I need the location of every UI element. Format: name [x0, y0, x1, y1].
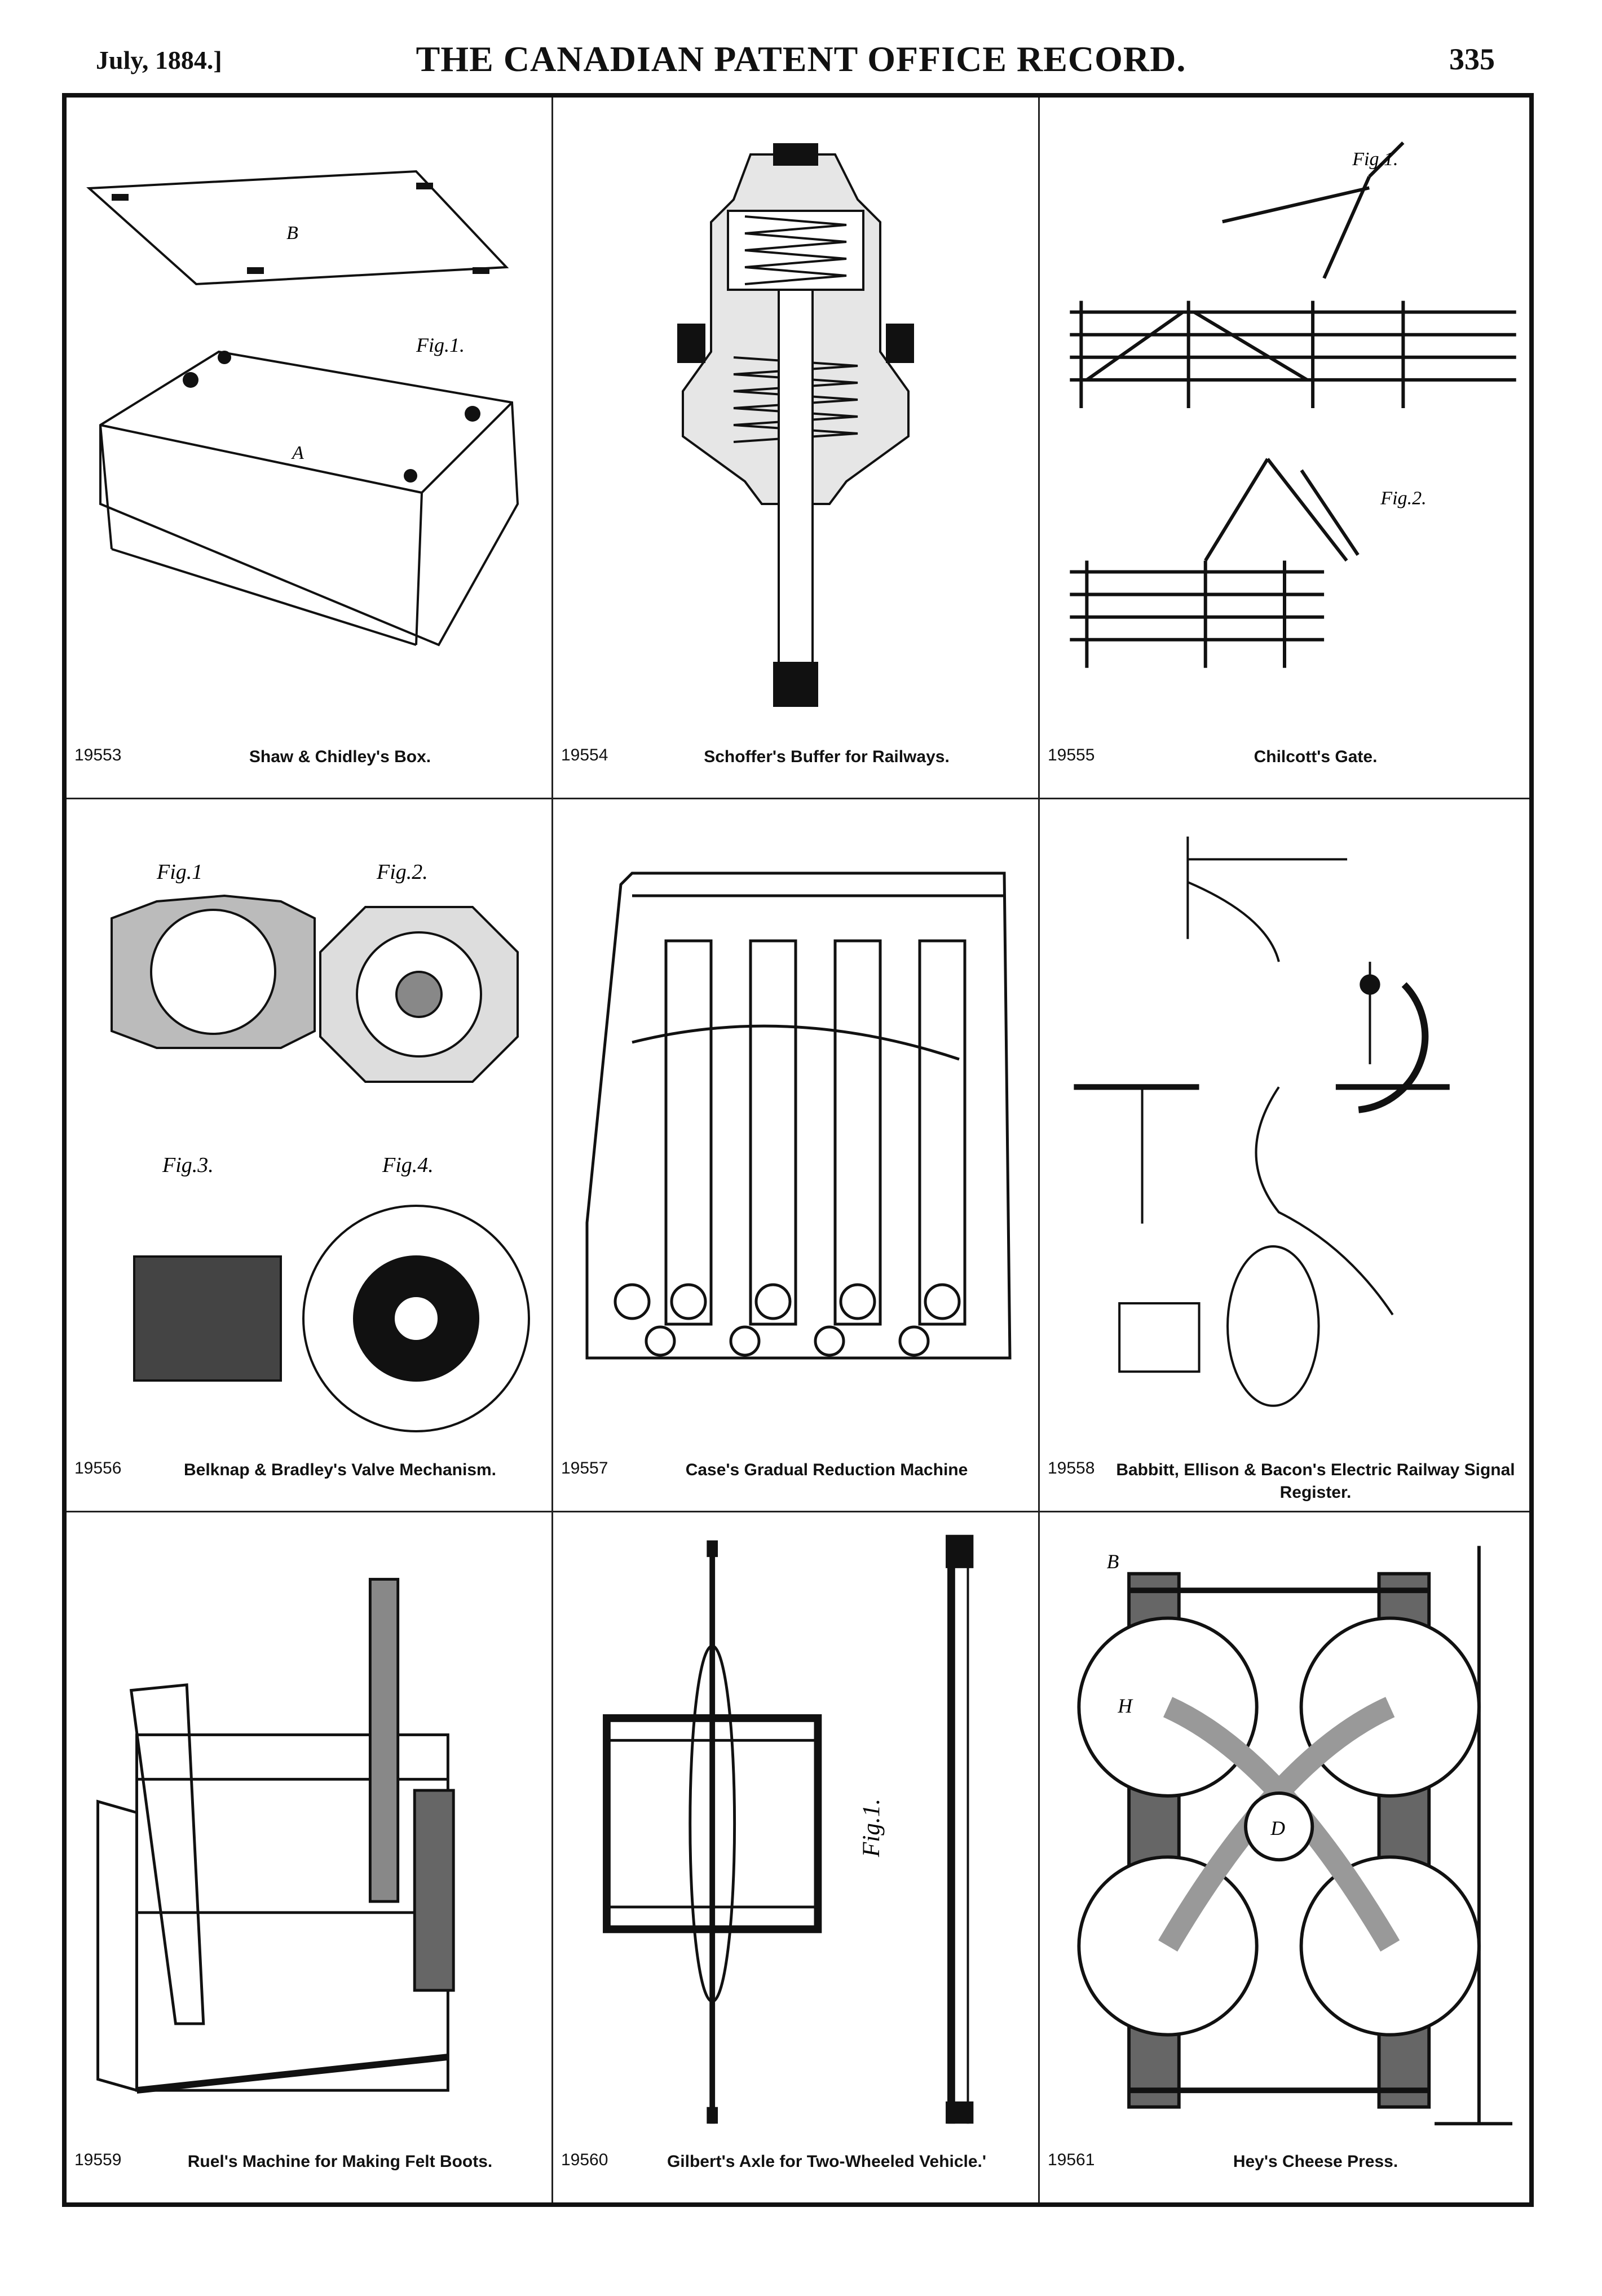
signal-register-drawing: [1074, 837, 1450, 1407]
patent-number: 19555: [1048, 746, 1095, 764]
plate-frame: Fig.1. A B 19553 Shaw & Chidley's Box.: [62, 93, 1534, 2207]
patent-grid: Fig.1. A B 19553 Shaw & Chidley's Box.: [67, 98, 1529, 2202]
caption: 19560 Gilbert's Axle for Two-Wheeled Veh…: [553, 2139, 1038, 2190]
patent-title: Gilbert's Axle for Two-Wheeled Vehicle.': [667, 2152, 987, 2171]
part-label-b: B: [286, 223, 298, 244]
patent-number: 19556: [74, 1459, 122, 1477]
fig-label: Fig.1.: [858, 1799, 885, 1858]
patent-number: 19560: [561, 2151, 608, 2169]
part-label-d: D: [1270, 1817, 1285, 1839]
caption: 19554 Schoffer's Buffer for Railways.: [553, 735, 1038, 785]
patent-cell-19558: 19558 Babbitt, Ellison & Bacon's Electri…: [1040, 799, 1529, 1512]
part-label-b: B: [1107, 1550, 1119, 1573]
patent-number: 19559: [74, 2151, 122, 2169]
patent-title: Ruel's Machine for Making Felt Boots.: [187, 2152, 493, 2171]
fig2-label: Fig.2.: [376, 860, 428, 884]
header-title: THE CANADIAN PATENT OFFICE RECORD.: [416, 39, 1186, 79]
fig4-label: Fig.4.: [382, 1153, 434, 1177]
patent-title: Belknap & Bradley's Valve Mechanism.: [183, 1461, 497, 1479]
patent-title: Chilcott's Gate.: [1254, 747, 1378, 766]
axle-drawing: Fig.1.: [603, 1534, 974, 2124]
page-header: July, 1884.] THE CANADIAN PATENT OFFICE …: [0, 34, 1602, 107]
fig-label: Fig.1.: [416, 334, 465, 356]
caption: 19557 Case's Gradual Reduction Machine: [553, 1448, 1038, 1498]
felt-boot-machine-drawing: [96, 1578, 455, 2094]
patent-title: Schoffer's Buffer for Railways.: [704, 747, 950, 766]
patent-number: 19557: [561, 1459, 608, 1477]
fig1-label: Fig.1: [156, 860, 202, 884]
valve-drawing: Fig.1 Fig.2. Fig.3. Fig.4.: [111, 860, 530, 1432]
patent-number: 19558: [1048, 1459, 1095, 1477]
patent-cell-19557: 19557 Case's Gradual Reduction Machine: [553, 799, 1040, 1512]
caption: 19553 Shaw & Chidley's Box.: [67, 735, 551, 785]
patent-title: Babbitt, Ellison & Bacon's Electric Rail…: [1116, 1461, 1515, 1502]
buffer-drawing: [677, 143, 914, 707]
fig3-label: Fig.3.: [162, 1153, 214, 1177]
patent-cell-19555: Fig.1. Fig.2. 19555 Chilcott's Gate.: [1040, 98, 1529, 799]
patent-cell-19561: H B D 19561 Hey's Cheese Press.: [1040, 1512, 1529, 2202]
patent-cell-19560: Fig.1. 19560 Gilbert's Axle for Two-Whee…: [553, 1512, 1040, 2202]
patent-number: 19554: [561, 746, 608, 764]
caption: 19555 Chilcott's Gate.: [1040, 735, 1529, 785]
caption: 19556 Belknap & Bradley's Valve Mechanis…: [67, 1448, 551, 1498]
patent-cell-19553: Fig.1. A B 19553 Shaw & Chidley's Box.: [67, 98, 553, 799]
patent-cell-19556: Fig.1 Fig.2. Fig.3. Fig.4. 19556 Belknap…: [67, 799, 553, 1512]
patent-title: Case's Gradual Reduction Machine: [685, 1461, 968, 1479]
fig1-label: Fig.1.: [1352, 149, 1398, 170]
caption: 19558 Babbitt, Ellison & Bacon's Electri…: [1040, 1448, 1529, 1502]
part-label-a: A: [291, 443, 304, 463]
part-label-h: H: [1117, 1695, 1133, 1717]
gate-drawing: Fig.1. Fig.2.: [1070, 141, 1516, 668]
cheese-press-drawing: H B D: [1077, 1546, 1513, 2126]
header-date: July, 1884.]: [96, 46, 222, 74]
page-number: 335: [1449, 42, 1495, 76]
patent-number: 19553: [74, 746, 122, 764]
patent-cell-19554: 19554 Schoffer's Buffer for Railways.: [553, 98, 1040, 799]
patent-title: Shaw & Chidley's Box.: [249, 747, 431, 766]
box-drawing: Fig.1. A B: [86, 170, 519, 647]
patent-cell-19559: 19559 Ruel's Machine for Making Felt Boo…: [67, 1512, 553, 2202]
patent-number: 19561: [1048, 2151, 1095, 2169]
fig2-label: Fig.2.: [1380, 488, 1426, 508]
caption: 19561 Hey's Cheese Press.: [1040, 2139, 1529, 2190]
caption: 19559 Ruel's Machine for Making Felt Boo…: [67, 2139, 551, 2190]
reduction-machine-drawing: [585, 871, 1012, 1360]
patent-title: Hey's Cheese Press.: [1233, 2152, 1398, 2171]
